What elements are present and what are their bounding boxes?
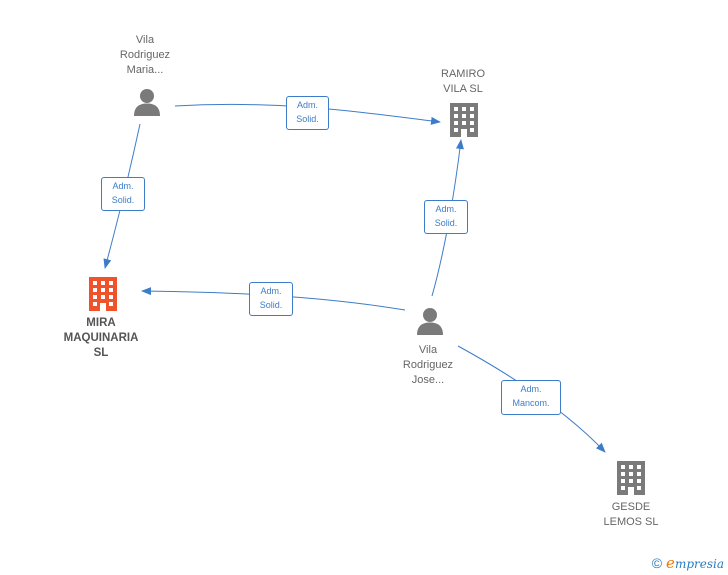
node-label-mira-maquinaria-sl[interactable]: MIRA MAQUINARIA SL <box>63 317 139 359</box>
edge-label-maria-ramiro: Adm. Solid. <box>286 96 329 130</box>
building-icon[interactable] <box>617 461 645 495</box>
edge-label-role: Adm. <box>520 384 542 394</box>
edge-label-type: Solid. <box>296 114 319 124</box>
brand-name: mpresia <box>674 557 724 571</box>
edge-label-jose-gesde: Adm. Mancom. <box>501 380 561 415</box>
building-icon[interactable] <box>450 103 478 137</box>
node-label-vila-rodriguez-jose[interactable]: Vila Rodriguez Jose... <box>402 344 454 386</box>
person-icon[interactable] <box>134 89 160 116</box>
edge-label-role: Adm. <box>260 286 282 296</box>
footer-watermark: ©empresia <box>652 554 724 572</box>
main-company-building-icon[interactable] <box>89 277 117 311</box>
edge-label-type: Mancom. <box>512 398 550 408</box>
brand-logo[interactable]: empresia <box>666 554 724 572</box>
node-label-gesde-lemos-sl[interactable]: GESDE LEMOS SL <box>603 501 659 528</box>
node-label-vila-rodriguez-maria[interactable]: Vila Rodriguez Maria... <box>119 34 171 76</box>
copyright-symbol: © <box>651 555 663 571</box>
edge-label-maria-mira: Adm. Solid. <box>101 177 145 211</box>
edge-label-jose-mira: Adm. Solid. <box>249 282 293 316</box>
edge-label-type: Solid. <box>111 195 135 205</box>
brand-initial: e <box>666 554 675 572</box>
edge-label-role: Adm. <box>435 204 457 214</box>
edge-label-jose-ramiro: Adm. Solid. <box>424 200 468 234</box>
edge-label-role: Adm. <box>296 100 318 110</box>
edge-label-type: Solid. <box>434 218 458 228</box>
person-icon[interactable] <box>417 308 443 335</box>
edge-label-role: Adm. <box>112 181 134 191</box>
edge-label-type: Solid. <box>259 300 283 310</box>
node-label-ramiro-vila-sl[interactable]: RAMIRO VILA SL <box>441 68 485 95</box>
